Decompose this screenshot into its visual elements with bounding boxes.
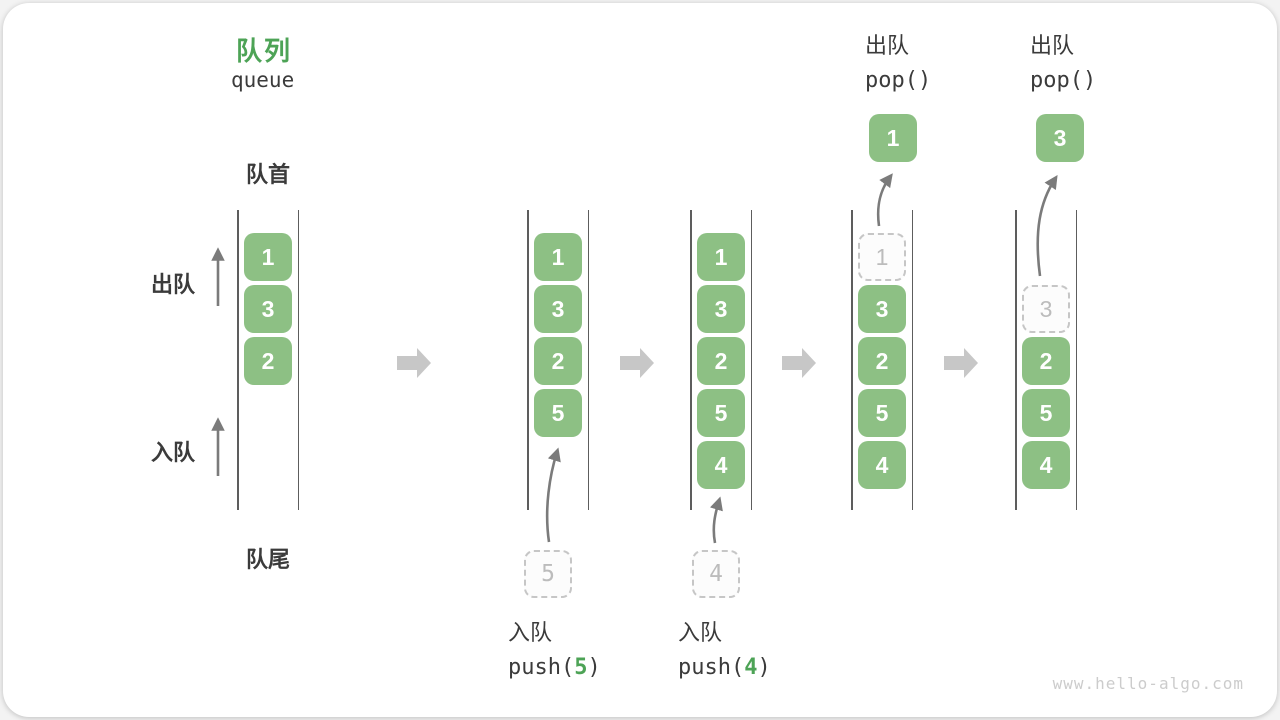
queue-item-box: 2 <box>858 337 906 385</box>
pop-code: pop() <box>1030 68 1097 93</box>
queue-item-box: 2 <box>1022 337 1070 385</box>
queue-rail-right <box>911 210 913 510</box>
queue-item-box: 4 <box>1022 441 1070 489</box>
enqueue-ghost-box-5: 5 <box>524 550 572 598</box>
push-code-prefix: push( <box>678 655 745 680</box>
queue-state-4: 1 3 2 5 4 <box>851 210 913 510</box>
queue-state-3: 1 3 2 5 4 <box>690 210 752 510</box>
queue-item-box: 1 <box>534 233 582 281</box>
queue-rail-right <box>587 210 589 510</box>
push-code-arg: 4 <box>744 655 758 680</box>
pop-operation-label-2: 出队 pop() <box>1030 33 1096 93</box>
push-operation-label-5: 入队 push(5) <box>508 620 601 680</box>
push-operation-label-4: 入队 push(4) <box>678 620 771 680</box>
push-code-suffix: ) <box>587 655 601 680</box>
diagram-card <box>3 3 1277 717</box>
queue-rail-left <box>851 210 853 510</box>
queue-item-box: 4 <box>697 441 745 489</box>
queue-item-box: 3 <box>697 285 745 333</box>
queue-rail-right <box>297 210 299 510</box>
popped-result-box-1: 1 <box>869 114 917 162</box>
queue-item-box: 1 <box>697 233 745 281</box>
queue-rail-right <box>1075 210 1077 510</box>
queue-item-box: 2 <box>697 337 745 385</box>
queue-rail-right <box>750 210 752 510</box>
queue-rail-left <box>690 210 692 510</box>
push-code-prefix: push( <box>508 655 575 680</box>
queue-item-box: 5 <box>534 389 582 437</box>
queue-item-box: 3 <box>858 285 906 333</box>
label-queue-rear: 队尾 <box>245 547 290 572</box>
queue-item-ghost-box: 3 <box>1022 285 1070 333</box>
enqueue-ghost-box-4: 4 <box>692 550 740 598</box>
label-queue-front: 队首 <box>245 162 290 187</box>
queue-item-box: 4 <box>858 441 906 489</box>
queue-state-2: 1 3 2 5 <box>527 210 589 510</box>
push-code-suffix: ) <box>757 655 771 680</box>
queue-item-box: 1 <box>244 233 292 281</box>
queue-state-5: 3 2 5 4 <box>1015 210 1077 510</box>
push-code: push(4) <box>678 655 771 680</box>
popped-result-box-3: 3 <box>1036 114 1084 162</box>
label-dequeue-direction: 出队 <box>151 272 196 297</box>
queue-rail-left <box>237 210 239 510</box>
queue-state-1: 1 3 2 <box>237 210 299 510</box>
queue-item-box: 2 <box>244 337 292 385</box>
queue-item-box: 5 <box>858 389 906 437</box>
push-code: push(5) <box>508 655 601 680</box>
pop-label-zh: 出队 <box>865 33 910 58</box>
queue-rail-left <box>527 210 529 510</box>
label-enqueue-direction: 入队 <box>151 440 196 465</box>
queue-item-box: 3 <box>244 285 292 333</box>
push-label-zh: 入队 <box>678 620 723 645</box>
push-code-arg: 5 <box>574 655 588 680</box>
queue-item-box: 3 <box>534 285 582 333</box>
pop-label-zh: 出队 <box>1030 33 1075 58</box>
queue-item-box: 5 <box>697 389 745 437</box>
queue-rail-left <box>1015 210 1017 510</box>
page-title: 队列 <box>236 36 293 66</box>
queue-item-box: 2 <box>534 337 582 385</box>
push-label-zh: 入队 <box>508 620 553 645</box>
page-subtitle: queue <box>231 68 295 92</box>
pop-operation-label-1: 出队 pop() <box>865 33 931 93</box>
pop-code: pop() <box>865 68 932 93</box>
queue-item-ghost-box: 1 <box>858 233 906 281</box>
queue-item-box: 5 <box>1022 389 1070 437</box>
watermark: www.hello-algo.com <box>1052 674 1244 693</box>
